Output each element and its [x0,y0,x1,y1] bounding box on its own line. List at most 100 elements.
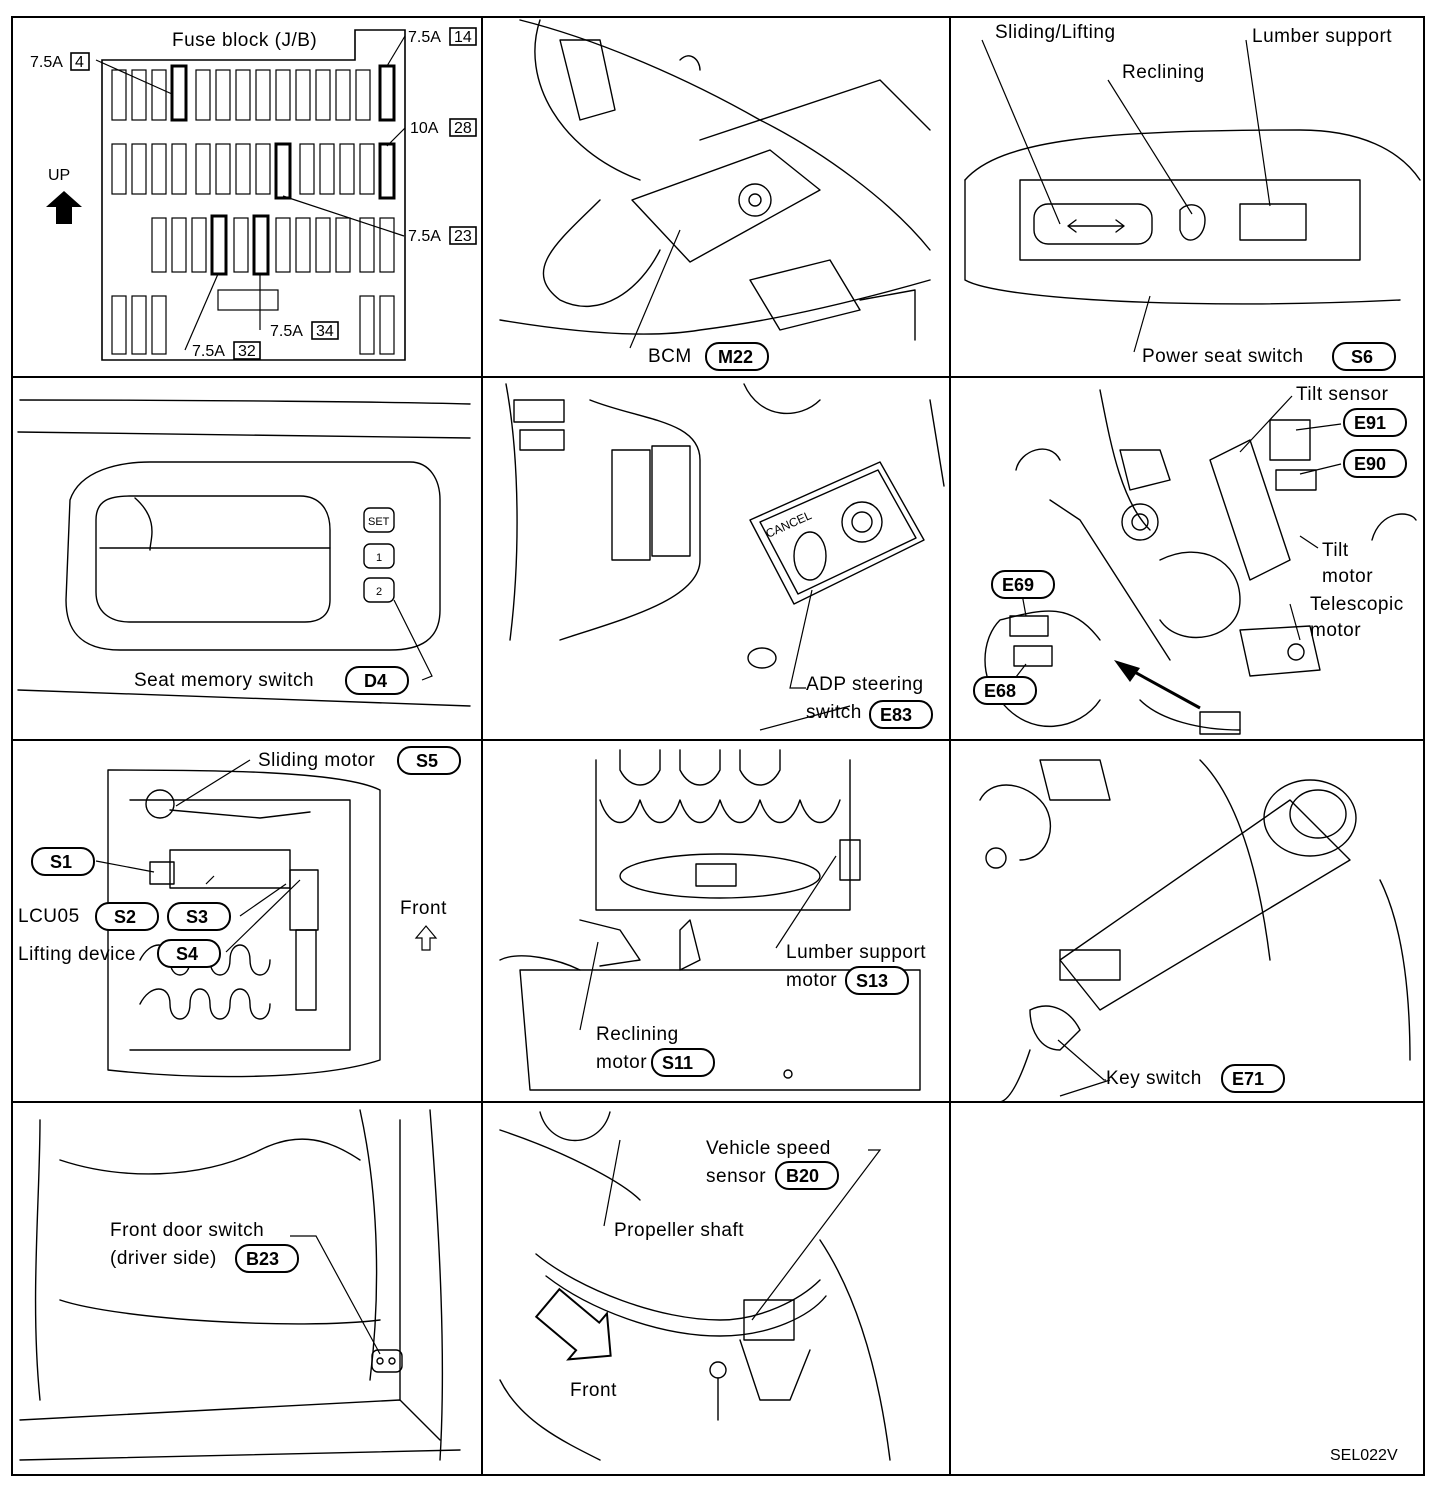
svg-text:M22: M22 [718,347,753,367]
telescopic-motor-label-1: Telescopic [1310,594,1404,615]
fuse-row-middle [111,142,396,200]
svg-text:E71: E71 [1232,1069,1264,1089]
svg-text:S5: S5 [416,751,438,771]
fuse-row-top [111,64,396,122]
cancel-label: CANCEL [764,508,814,541]
connector-tag-e91: E91 [1343,408,1407,437]
panel-grid [11,16,1425,1476]
sliding-lifting-label: Sliding/Lifting [995,22,1116,43]
svg-text:S4: S4 [176,944,198,964]
seat-memory-switch-label: Seat memory switch [134,670,314,691]
adp-steering-label: ADP steering [806,674,924,695]
bcm-connector-tag: M22 [705,342,769,371]
connector-tag-e69: E69 [991,570,1055,599]
lumber-motor-label-2: motor [786,970,837,991]
adp-steering-switch-word: switch [806,702,862,723]
connector-tag-s13: S13 [845,966,909,995]
power-seat-switch-panel: Sliding/Lifting Reclining Lumber support… [964,22,1421,371]
svg-text:E83: E83 [880,705,912,725]
figure-code: SEL022V [1330,1447,1398,1464]
lcu-label: LCU05 [18,906,80,927]
fuse-row-bottom [151,214,395,276]
svg-text:10A: 10A [410,120,439,137]
svg-text:7.5A: 7.5A [192,343,225,360]
svg-text:4: 4 [75,54,84,71]
svg-text:E91: E91 [1354,413,1386,433]
svg-text:7.5A: 7.5A [270,323,303,340]
sliding-motor-label: Sliding motor [258,750,376,771]
tilt-motor-label-2: motor [1322,566,1373,587]
svg-text:S6: S6 [1351,347,1373,367]
svg-text:32: 32 [238,343,256,360]
fuse-row-relays [111,289,395,355]
sensor-label: sensor [706,1166,766,1187]
reclining-motor-label-1: Reclining [596,1024,679,1045]
svg-text:34: 34 [316,323,334,340]
fuse-label-14: 7.5A 14 [408,27,477,46]
fuse-label-34: 7.5A 34 [270,321,339,340]
connector-tag-s4: S4 [157,939,221,968]
memory-1-button-label: 1 [376,552,382,564]
propeller-shaft-label: Propeller shaft [614,1220,744,1241]
svg-text:28: 28 [454,120,472,137]
lifting-device-label: Lifting device [18,944,136,965]
seat-memory-switch-connector-tag: D4 [345,666,409,695]
fuse-block-panel: Fuse block (J/B) [30,27,477,361]
key-switch-label: Key switch [1106,1068,1202,1089]
svg-text:B23: B23 [246,1249,279,1269]
up-arrow-icon [46,191,82,224]
front-arrow-icon [414,925,438,951]
tilt-sensor-label: Tilt sensor [1296,384,1389,405]
connector-tag-e90: E90 [1343,449,1407,478]
connector-tag-s2: S2 [95,902,159,931]
svg-text:E68: E68 [984,681,1016,701]
adp-steering-connector-tag: E83 [869,700,933,729]
connector-tag-e71: E71 [1221,1064,1285,1093]
connector-tag-e68: E68 [973,676,1037,705]
connector-tag-b20: B20 [775,1161,839,1190]
seat-memory-switch-panel: SET 1 2 Seat memory switch D4 [17,399,471,707]
svg-text:S2: S2 [114,907,136,927]
lumber-motor-label-1: Lumber support [786,942,926,963]
up-label: UP [48,167,70,184]
svg-text:S3: S3 [186,907,208,927]
front-door-switch-label: Front door switch [110,1220,264,1241]
fuse-label-4: 7.5A 4 [30,52,90,71]
svg-text:7.5A: 7.5A [408,228,441,245]
connector-tag-s1: S1 [31,847,95,876]
svg-text:D4: D4 [364,671,387,691]
bcm-panel: BCM M22 [499,19,931,371]
fuse-block-title: Fuse block (J/B) [172,30,317,51]
connector-tag-s11: S11 [651,1048,715,1077]
key-switch-panel: Key switch E71 [979,759,1411,1103]
connector-tag-b23: B23 [235,1244,299,1273]
fuse-label-23: 7.5A 23 [408,226,477,245]
svg-text:E90: E90 [1354,454,1386,474]
svg-text:23: 23 [454,228,472,245]
power-seat-switch-connector-tag: S6 [1332,342,1396,371]
svg-text:7.5A: 7.5A [408,29,441,46]
tilt-telescopic-panel: Tilt sensor E91 E90 Tilt motor Telescopi… [973,384,1417,735]
power-seat-switch-label: Power seat switch [1142,346,1304,367]
svg-text:B20: B20 [786,1166,819,1186]
vss-front-label: Front [570,1380,617,1401]
tilt-motor-label-1: Tilt [1322,540,1349,561]
connector-tag-s5: S5 [397,746,461,775]
lumber-support-label: Lumber support [1252,26,1392,47]
seat-front-label: Front [400,898,447,919]
vehicle-speed-label: Vehicle speed [706,1138,831,1159]
vehicle-speed-sensor-panel: Vehicle speed sensor B20 Propeller shaft… [499,1111,891,1461]
driver-side-label: (driver side) [110,1248,217,1269]
svg-text:S11: S11 [662,1053,693,1073]
seat-underside-panel: Sliding motor S5 S1 LCU05 S2 S3 Lifting … [18,746,461,1078]
front-door-switch-panel: Front door switch (driver side) B23 [19,1109,461,1461]
svg-text:7.5A: 7.5A [30,54,63,71]
svg-text:S1: S1 [50,852,72,872]
svg-text:E69: E69 [1002,575,1034,595]
svg-text:14: 14 [454,29,472,46]
fuse-label-32: 7.5A 32 [192,341,261,360]
telescopic-motor-label-2: motor [1310,620,1361,641]
reclining-motor-label-2: motor [596,1052,647,1073]
bcm-label: BCM [648,346,692,367]
